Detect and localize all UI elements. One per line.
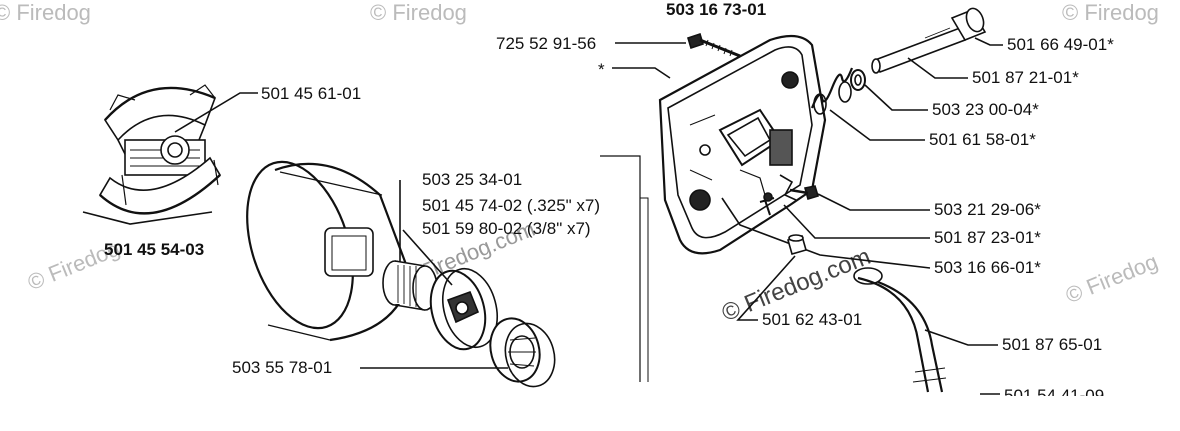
rim-sprocket-drawing (489, 317, 556, 388)
needle-bearing-drawing (382, 260, 438, 311)
label-bearing: 503 25 34-01 (422, 170, 523, 189)
leader-asterisk (612, 67, 671, 79)
assembly-bracket (82, 211, 213, 225)
label-washer: 503 23 00-04* (932, 100, 1039, 119)
nipple-drawing (787, 234, 807, 255)
oil-pump-housing-drawing (658, 34, 827, 255)
leader-washer (864, 84, 928, 111)
label-sprocket-325: 501 45 74-02 (.325" x7) (422, 196, 601, 215)
leader-adjust-screw (721, 197, 931, 269)
leader-spring (829, 109, 925, 141)
label-clutch-shoe: 501 45 61-01 (261, 84, 362, 103)
sprocket-drawing (429, 267, 498, 351)
label-spring: 501 61 58-01* (929, 130, 1036, 149)
label-clip: 501 87 23-01* (934, 228, 1041, 247)
watermark: © Firedog (0, 0, 91, 25)
watermark: © Firedog (370, 0, 467, 25)
label-oil-hose: 501 87 65-01 (1002, 335, 1103, 354)
label-sprocket-38: 501 59 80-02 (3/8" x7) (422, 219, 591, 238)
label-nipple: 501 62 43-01 (762, 310, 863, 329)
leader-pump-cap (974, 37, 1003, 46)
label-rim-sprocket: 503 55 78-01 (232, 358, 333, 377)
group-bracket (600, 155, 641, 382)
clutch-shoe-drawing (98, 84, 222, 215)
label-clutch-assembly: 501 45 54-03 (104, 240, 205, 259)
pump-cap-drawing (950, 7, 987, 41)
leader-nipple (736, 255, 796, 321)
clip-drawing (779, 174, 797, 201)
washer-drawing (850, 69, 866, 91)
label-cut: 501 54 41-09 (1004, 386, 1105, 396)
label-screw: 503 21 29-06* (934, 200, 1041, 219)
label-adjust-screw: 503 16 66-01* (934, 258, 1041, 277)
screw-drawing (789, 185, 819, 201)
group-bracket-inner (640, 197, 649, 382)
label-bolt: 725 52 91-56 (496, 34, 597, 53)
label-pump-cap: 501 66 49-01* (1007, 35, 1114, 54)
label-pump-shaft: 501 87 21-01* (972, 68, 1079, 87)
leader-clutch-shoe (174, 92, 258, 133)
label-asterisk: * (598, 60, 605, 79)
oil-hose-drawing (853, 267, 947, 393)
watermark: © Firedog (1062, 0, 1159, 25)
adjust-screw-drawing (759, 192, 775, 216)
leader-oil-hose (924, 329, 998, 346)
leader-pump-shaft (907, 57, 968, 79)
pump-shaft-drawing (871, 26, 967, 74)
clutch-drum-drawing (246, 160, 412, 342)
leader-screw (817, 193, 930, 211)
leader-clip (783, 204, 930, 239)
leader-sprocket (402, 229, 453, 286)
spring-drawing (810, 67, 854, 115)
label-assembly-top: 503 16 73-01 (666, 0, 767, 19)
bolt-drawing (687, 32, 741, 58)
